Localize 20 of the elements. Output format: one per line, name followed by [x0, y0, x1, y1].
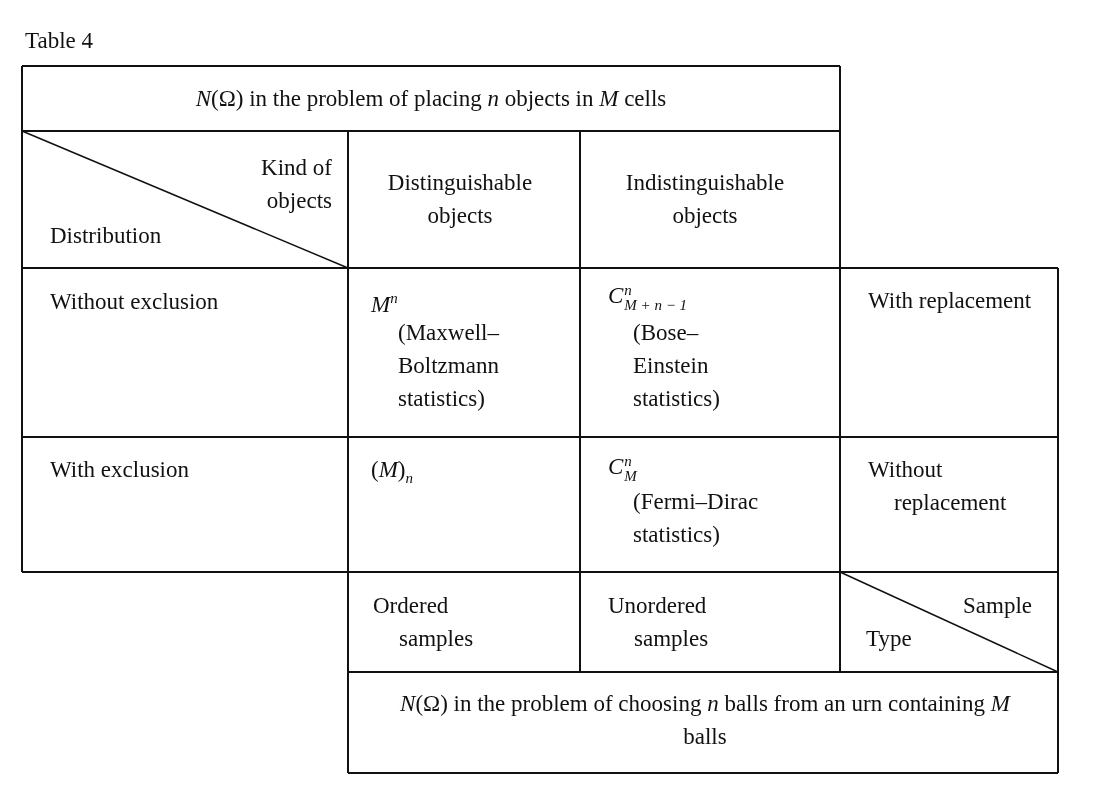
- row-header: Without exclusion: [50, 288, 220, 316]
- table-footer: N(Ω) in the problem of choosing n balls from an urn containing M balls: [385, 687, 1025, 753]
- formula: M$^{n}$: [371, 289, 399, 319]
- table-header: N(Ω) in the problem of placing n objects in M cells: [194, 85, 668, 113]
- column-header: Unordered samples: [608, 592, 710, 653]
- table-title: Table 4: [25, 27, 93, 55]
- column-header: Indistinguishable objects: [624, 169, 786, 230]
- column-header: Ordered samples: [373, 592, 475, 653]
- column-header: Kind of objects: [260, 154, 332, 215]
- cell-text: (Fermi–Dirac statistics): [633, 488, 760, 549]
- row-header: Without replacement: [868, 456, 1008, 517]
- column-header: Distinguishable objects: [386, 169, 534, 230]
- row-header: With replacement: [868, 287, 1033, 315]
- row-header: Type: [866, 625, 913, 653]
- row-header: Distribution: [50, 222, 163, 250]
- row-header: With exclusion: [50, 456, 190, 484]
- formula: (M)$_{n}$: [371, 456, 414, 488]
- cell-text: (Bose–Einstein statistics): [633, 319, 721, 413]
- column-header: Sample: [962, 592, 1032, 620]
- cell-text: (Maxwell–Boltzmann statistics): [398, 319, 500, 413]
